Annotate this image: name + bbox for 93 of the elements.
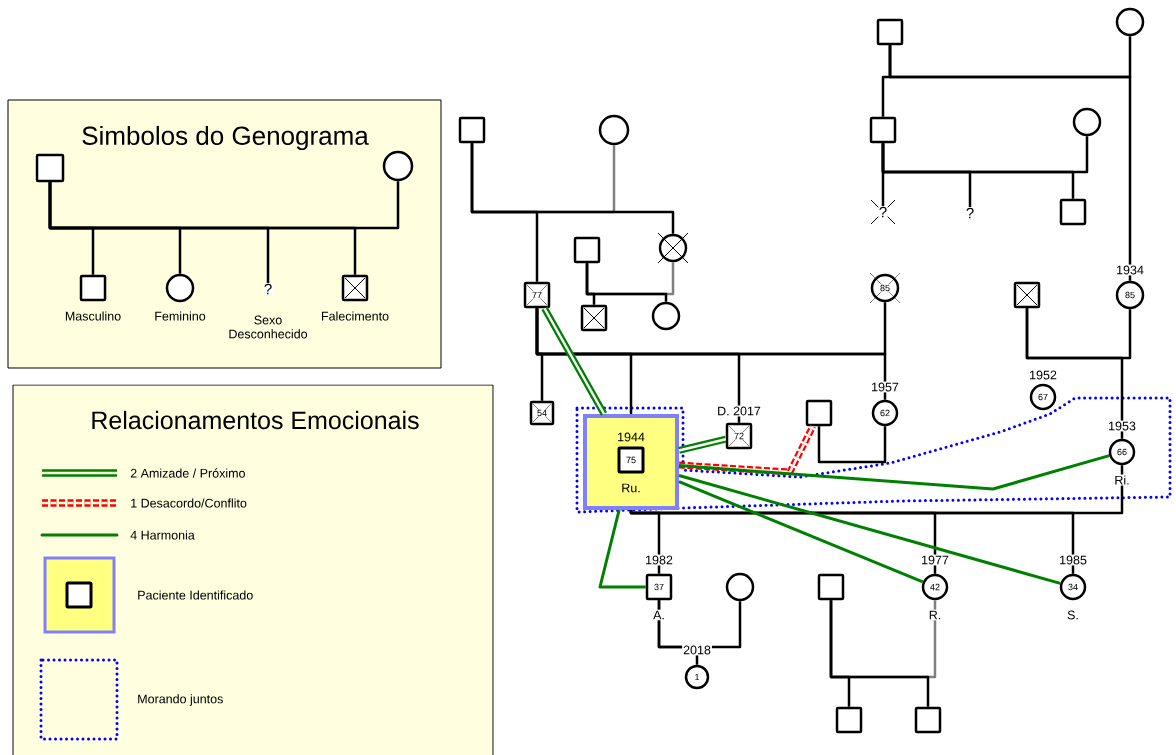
descent-line [888,45,1132,281]
age-number: 34 [1067,583,1079,591]
female-symbol [725,572,755,602]
unknown-sex-symbol: ? [965,207,975,219]
person-caption: 1934 [1115,264,1145,276]
deceased-male-symbol [341,274,369,302]
age-number: 75 [625,456,637,464]
person-caption: 1977 [920,554,950,566]
age-number: 85 [1124,291,1136,299]
female-symbol [871,399,899,427]
person-caption: A. [652,609,666,621]
legend-label: 2 Amizade / Próximo [130,468,245,478]
descent-line [48,182,357,275]
person-caption: 1944 [618,432,645,442]
female-symbol [651,301,681,331]
female-symbol [921,573,949,601]
deceased-female-symbol [657,232,689,264]
person-caption: 1953 [1107,420,1137,432]
female-symbol [1059,573,1087,601]
deceased-female-symbol [869,272,901,304]
female-symbol [1115,7,1145,37]
age-number: 62 [879,409,891,417]
deceased-male-symbol [1013,281,1041,309]
person-caption: Sexo Desconhecido [219,314,317,340]
person-caption: 1952 [1028,369,1058,381]
legend-label: 4 Harmonia [130,530,195,540]
relationship-line [598,509,646,589]
person-caption: Ri. [1113,474,1131,486]
relationship-line [541,306,608,416]
person-caption: 1985 [1058,554,1088,566]
age-number: 72 [733,432,745,440]
age-number: 67 [1037,393,1049,401]
descent-line [535,308,887,400]
descent-line [881,143,1075,199]
age-number: 1 [694,673,700,681]
female-symbol [684,664,710,690]
female-symbol [1115,280,1145,310]
person-caption: Falecimento [319,310,391,322]
male-symbol [645,573,673,601]
person-caption: 2018 [682,644,712,656]
male-symbol [835,706,863,734]
legend-label: Paciente Identificado [138,590,253,600]
male-symbol [573,236,601,264]
person-caption: Feminino [153,310,207,322]
male-symbol [805,399,833,427]
female-symbol [382,150,414,182]
person-caption: S. [1066,609,1080,621]
person-caption: D. 2017 [716,405,762,417]
male-symbol [914,706,942,734]
male-symbol [1059,198,1087,226]
legend-title: Simbolos do Genograma [82,125,369,151]
age-number: 77 [531,291,543,299]
male-symbol [79,274,107,302]
age-number: 54 [536,409,548,417]
age-number: 37 [653,583,665,591]
marriage-line [817,426,887,464]
descent-line [585,263,668,302]
deceased-male-symbol [523,281,551,309]
descent-line [629,509,1075,574]
relationship-line [678,454,1110,491]
male-symbol [458,116,486,144]
relationship-line [678,480,924,584]
male-symbol [876,18,904,46]
descent-line [470,143,675,234]
relationship-line [678,474,1061,585]
person-caption: Ru. [622,483,640,493]
node-label: ? [879,206,887,218]
male-symbol [869,116,897,144]
descent-line [829,600,930,707]
female-symbol [1108,438,1136,466]
male-symbol [817,573,845,601]
deceased-male-symbol [529,400,555,426]
relationship-line [678,435,727,454]
female-symbol [598,114,630,146]
descent-line [1025,308,1124,439]
relationship-line [678,424,816,476]
age-number: 85 [879,284,891,292]
male-symbol [617,446,645,474]
deceased-male-symbol [580,304,608,332]
person-caption: 1982 [644,554,674,566]
female-symbol [165,273,195,303]
legend-label: 1 Desacordo/Conflito [131,498,247,508]
female-symbol [1029,383,1057,411]
person-caption: Masculino [63,310,123,322]
legend-title: Relacionamentos Emocionais [92,410,419,430]
male-symbol [35,153,65,183]
deceased-male-symbol [725,422,753,450]
legend-label: Morando juntos [138,694,223,706]
person-caption: R. [927,609,943,621]
age-number: 66 [1116,448,1128,456]
person-caption: 1957 [870,381,900,393]
female-symbol [1072,107,1102,137]
age-number: 42 [929,583,941,591]
